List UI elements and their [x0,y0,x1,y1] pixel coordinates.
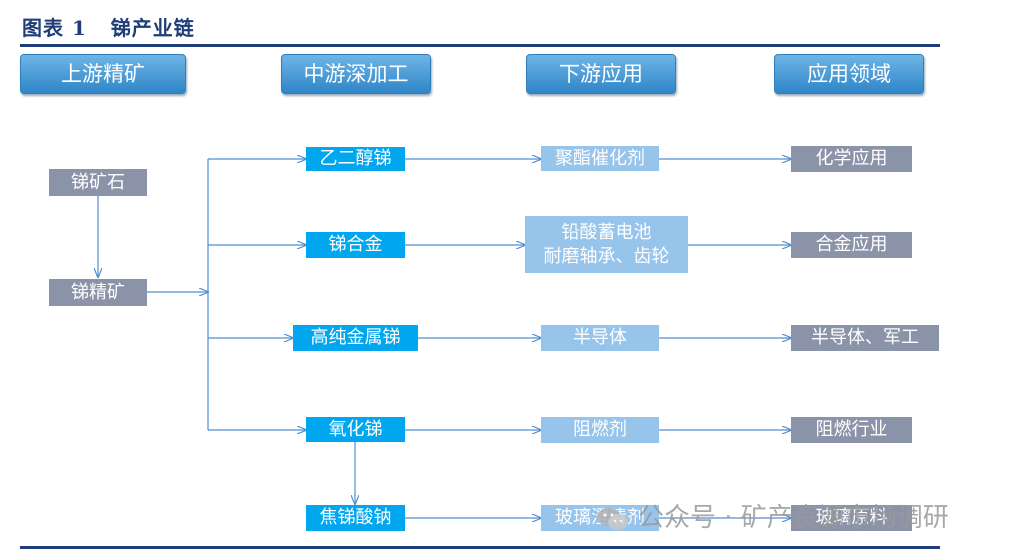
node-lead-acid-battery-label: 铅酸蓄电池 [561,221,652,243]
node-wear-bearing-label: 耐磨轴承、齿轮 [543,245,670,267]
node-semiconductor: 半导体 [541,325,659,351]
node-antimony-ore: 锑矿石 [49,169,147,196]
figure-title: 图表 1 锑产业链 [22,16,195,40]
node-polyester-catalyst: 聚酯催化剂 [541,146,659,171]
node-antimony-concentrate: 锑精矿 [49,279,147,306]
node-high-purity-antimony: 高纯金属锑 [293,325,418,351]
node-chemical-application: 化学应用 [791,146,912,172]
node-antimony-glycol: 乙二醇锑 [306,147,405,171]
node-battery-bearing: 铅酸蓄电池 耐磨轴承、齿轮 [525,216,688,273]
node-flame-retardant-industry: 阻燃行业 [791,417,912,443]
header-midstream: 中游深加工 [281,54,431,94]
header-fields: 应用领域 [774,54,924,94]
node-semiconductor-military: 半导体、军工 [791,325,939,351]
node-sodium-antimonate: 焦锑酸钠 [306,505,405,531]
header-upstream: 上游精矿 [20,54,186,94]
bottom-rule [20,546,940,549]
header-downstream: 下游应用 [526,54,676,94]
node-flame-retardant: 阻燃剂 [541,417,659,443]
watermark: 公众号 · 矿产资源市场调研 [596,497,949,534]
top-rule [20,44,940,47]
wechat-icon [597,507,628,530]
watermark-text: 公众号 · 矿产资源市场调研 [638,503,949,533]
node-antimony-oxide: 氧化锑 [306,417,405,442]
node-antimony-alloy: 锑合金 [306,232,405,258]
node-alloy-application: 合金应用 [791,232,912,258]
node-glass-raw-material: 玻璃原料 [791,505,912,531]
